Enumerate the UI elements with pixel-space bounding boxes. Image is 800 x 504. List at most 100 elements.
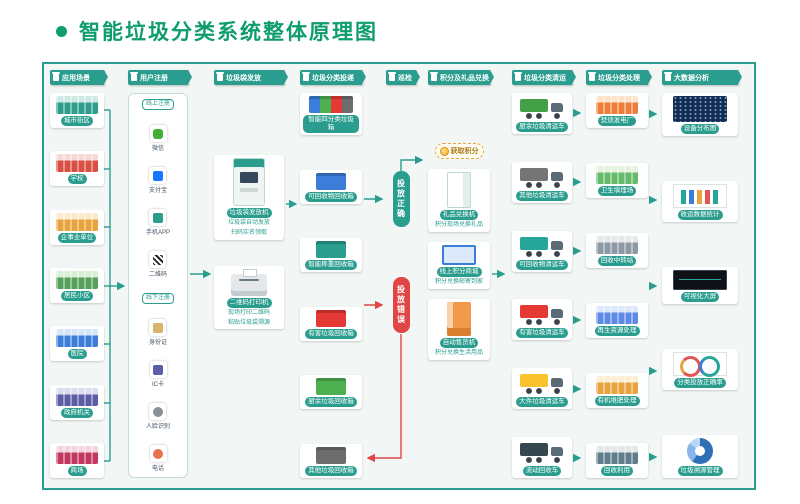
scene-label: 政府机关 (61, 407, 93, 418)
process-label: 卫生填埋场 (597, 185, 637, 197)
points-badge-label: 获取积分 (450, 148, 479, 155)
header-scenes-label: 应用场景 (62, 74, 90, 82)
header-inspect: 巡检 (386, 70, 420, 85)
gift-machine-card: 礼品兑换机积分现场兑换礼品 (428, 169, 490, 232)
register-label: 微信 (151, 146, 164, 152)
register-label: 支付宝 (148, 188, 167, 194)
analysis-card: 分类投放正确率 (662, 348, 738, 391)
transport-label: 其他垃圾清运车 (516, 190, 568, 201)
smart-sorting-bins-image (309, 96, 353, 113)
header-register-label: 用户注册 (140, 74, 168, 82)
correct-delivery-box: 投放正确 (392, 171, 410, 227)
register-item: 支付宝 (149, 167, 167, 194)
tile (149, 209, 167, 226)
recycling-plant-image (596, 305, 638, 324)
offline-branch-label: 线下注册 (141, 293, 174, 304)
register-label: 身份证 (148, 340, 167, 346)
transport-card: 可回收物清运车 (512, 230, 572, 272)
transport-card: 厨余垃圾清运车 (512, 93, 572, 135)
trash-bin-icon (302, 72, 310, 81)
analysis-label: 垃圾溯源管理 (677, 465, 723, 476)
enterprise-image (56, 212, 98, 231)
header-delivery: 垃圾分类投递 (300, 70, 366, 85)
points-mall-desc: 积分兑换邮寄到家 (434, 279, 483, 286)
delivery-card: 有害垃圾回收箱 (300, 306, 362, 341)
dashboard-screen-image (673, 269, 727, 290)
register-item: IC卡 (149, 361, 167, 388)
column-bag: 垃圾袋发放 垃圾袋发放机 垃圾袋自动发放 扫码实名领取 二维码打印机 现场打印二… (214, 70, 288, 482)
delivery-card: 可回收物回收箱 (300, 169, 362, 204)
bag-dispenser-image (233, 158, 265, 206)
header-bag: 垃圾袋发放 (214, 70, 288, 85)
scene-card: 居民小区 (50, 267, 104, 304)
delivery-label: 可回收物回收箱 (305, 191, 357, 202)
register-item: 二维码 (149, 251, 167, 278)
trash-bin-icon (514, 72, 522, 81)
phone-icon (153, 448, 163, 459)
delivery-label: 有害垃圾回收箱 (305, 328, 357, 339)
register-label: 二维码 (148, 272, 167, 278)
scene-label: 城市街区 (61, 116, 93, 127)
column-process: 垃圾分类处理 焚烧发电厂 卫生填埋场 回收中转站 再生资源处理 有机堆肥处理 回… (586, 70, 652, 482)
header-delivery-label: 垃圾分类投递 (312, 74, 354, 82)
hazardous-truck-image (519, 302, 565, 327)
column-register: 用户注册 线上注册 微信 支付宝 手机APP 二维码 线下注册 身份证 IC卡 … (128, 70, 192, 482)
bag-stack: 垃圾袋发放机 垃圾袋自动发放 扫码实名领取 二维码打印机 现场打印二维码 粘贴垃… (214, 85, 284, 482)
analysis-label: 收运数据统计 (677, 209, 723, 221)
process-label: 再生资源处理 (594, 325, 640, 337)
header-process: 垃圾分类处理 (586, 70, 652, 85)
qr-printer-image (231, 268, 267, 296)
analysis-stack: 设备分布图 收运数据统计 可视化大屏 分类投放正确率 垃圾溯源管理 (662, 85, 738, 482)
transport-label: 流动回收车 (522, 465, 562, 476)
tile (149, 167, 167, 184)
scene-label: 居民小区 (61, 290, 93, 302)
recyclable-truck-image (519, 233, 565, 258)
analysis-card: 垃圾溯源管理 (662, 434, 738, 478)
process-card: 卫生填埋场 (586, 162, 648, 199)
header-analysis: 大数据分析 (662, 70, 742, 85)
scenes-stack: 城市街区 学校 企事业单位 居民小区 医院 政府机关 商场 (50, 85, 104, 482)
vending-machine-label: 自动售货机 (439, 337, 479, 348)
kitchen-waste-bin-image (316, 378, 346, 396)
qr-printer-desc: 粘贴垃圾袋溯源 (227, 319, 270, 326)
bag-dispenser-desc: 扫码实名领取 (230, 229, 267, 236)
analysis-card: 可视化大屏 (662, 266, 738, 305)
scene-label: 学校 (67, 174, 87, 185)
delivery-label: 智能四分类垃圾箱 (303, 115, 359, 134)
qr-code-icon (152, 254, 163, 265)
page-title-row: 智能垃圾分类系统整体原理图 (56, 16, 378, 46)
bag-dispenser-desc: 垃圾袋自动发放 (227, 220, 270, 227)
online-mall-image (442, 244, 476, 265)
trash-bin-icon (664, 72, 672, 81)
tile (149, 319, 167, 336)
world-map-image (673, 96, 727, 122)
scene-card: 学校 (50, 151, 104, 187)
register-item: 微信 (149, 125, 167, 152)
header-process-label: 垃圾分类处理 (598, 74, 640, 82)
column-transport: 垃圾分类清运 厨余垃圾清运车 其他垃圾清运车 可回收物清运车 有害垃圾清运车 大… (512, 70, 576, 482)
hazardous-bin-image (316, 309, 346, 327)
gift-machine-label: 礼品兑换机 (439, 210, 479, 221)
vending-machine-image (447, 301, 471, 336)
compost-plant-image (596, 375, 638, 394)
wechat-icon (153, 128, 163, 139)
process-card: 再生资源处理 (586, 302, 648, 339)
inspect-stack: 投放正确 投放错误 (386, 85, 416, 482)
points-mall-label: 线上积分商城 (436, 266, 482, 278)
recyclable-bin-image (316, 172, 346, 190)
transport-label: 厨余垃圾清运车 (516, 122, 568, 133)
city-blocks-image (56, 96, 98, 114)
process-card: 回收中转站 (586, 232, 648, 269)
vending-machine-card: 自动售货机积分兑换生活用品 (428, 298, 490, 360)
column-delivery: 垃圾分类投递 智能四分类垃圾箱 可回收物回收箱 智能称重回收箱 有害垃圾回收箱 … (300, 70, 366, 482)
tile (149, 361, 167, 378)
transport-card: 有害垃圾清运车 (512, 299, 572, 341)
delivery-label: 其他垃圾回收箱 (305, 465, 357, 476)
process-card: 有机堆肥处理 (586, 372, 648, 408)
register-box: 线上注册 微信 支付宝 手机APP 二维码 线下注册 身份证 IC卡 人脸识别 … (128, 93, 188, 478)
header-register: 用户注册 (128, 70, 192, 85)
qr-printer-label: 二维码打印机 (226, 297, 272, 308)
tile (149, 445, 167, 462)
landfill-image (596, 165, 638, 184)
header-points: 积分及礼品兑换 (428, 70, 494, 85)
